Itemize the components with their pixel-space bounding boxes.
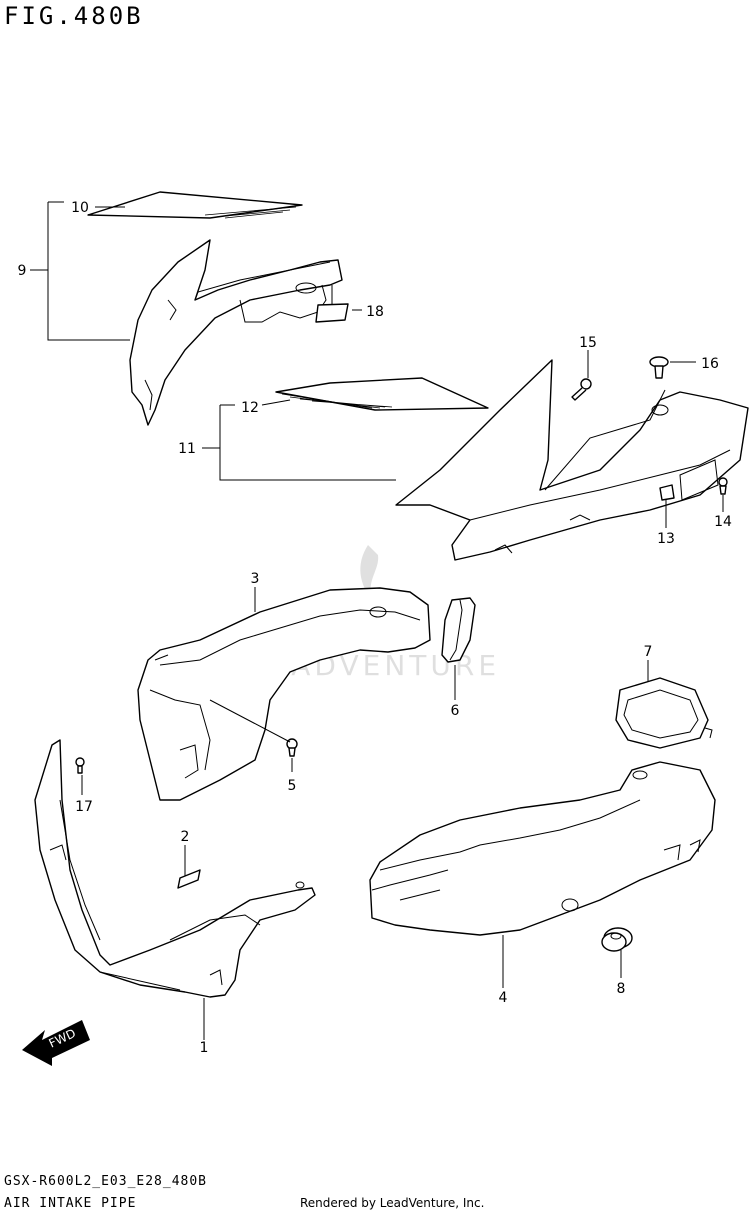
part-3-intake-duct[interactable] — [137, 587, 431, 801]
callout-18: 18 — [366, 304, 384, 320]
part-16-grommet[interactable] — [649, 356, 669, 379]
callout-4: 4 — [499, 990, 508, 1006]
model-code: GSX-R600L2_E03_E28_480B — [4, 1174, 208, 1189]
part-12-decal[interactable] — [275, 377, 489, 411]
part-1-lower-cowling[interactable] — [34, 739, 316, 998]
callout-15: 15 — [579, 335, 597, 351]
section-name: AIR INTAKE PIPE — [4, 1196, 137, 1211]
callout-17: 17 — [75, 799, 93, 815]
callout-7: 7 — [644, 644, 653, 660]
parts-diagram: LEADVENTURE — [18, 191, 749, 1066]
callout-8: 8 — [617, 981, 626, 997]
fwd-arrow-icon: FWD — [22, 1020, 90, 1066]
part-2-label[interactable] — [177, 869, 201, 889]
part-13-clip[interactable] — [659, 484, 675, 501]
callout-11: 11 — [178, 441, 196, 457]
part-18-label[interactable] — [315, 303, 349, 323]
callout-12: 12 — [241, 400, 259, 416]
callout-5: 5 — [288, 778, 297, 794]
part-9-cover-assembly[interactable] — [129, 239, 343, 426]
part-15-screw[interactable] — [571, 378, 592, 401]
callout-13: 13 — [657, 531, 675, 547]
render-credit: Rendered by LeadVenture, Inc. — [300, 1196, 485, 1210]
leader-lines — [30, 201, 724, 1040]
callout-1: 1 — [200, 1040, 209, 1056]
callout-numbers: 10 9 18 12 11 15 16 13 14 3 5 6 7 4 8 1 … — [18, 200, 732, 1056]
part-11-side-cowling[interactable] — [395, 359, 749, 561]
callout-6: 6 — [451, 703, 460, 719]
part-4-intake-duct[interactable] — [369, 761, 716, 936]
part-14-nut[interactable] — [718, 477, 728, 495]
callout-9: 9 — [18, 263, 27, 279]
part-6-seal[interactable] — [441, 597, 476, 663]
part-7-ring[interactable] — [615, 677, 713, 749]
callout-16: 16 — [701, 356, 719, 372]
callout-3: 3 — [251, 571, 260, 587]
part-8-grommet[interactable] — [601, 927, 633, 952]
callout-14: 14 — [714, 514, 732, 530]
part-17-screw[interactable] — [75, 757, 85, 774]
part-10-decal[interactable] — [87, 191, 303, 219]
callout-2: 2 — [181, 829, 190, 845]
figure-title: FIG.480B — [4, 2, 144, 30]
callout-10: 10 — [71, 200, 89, 216]
